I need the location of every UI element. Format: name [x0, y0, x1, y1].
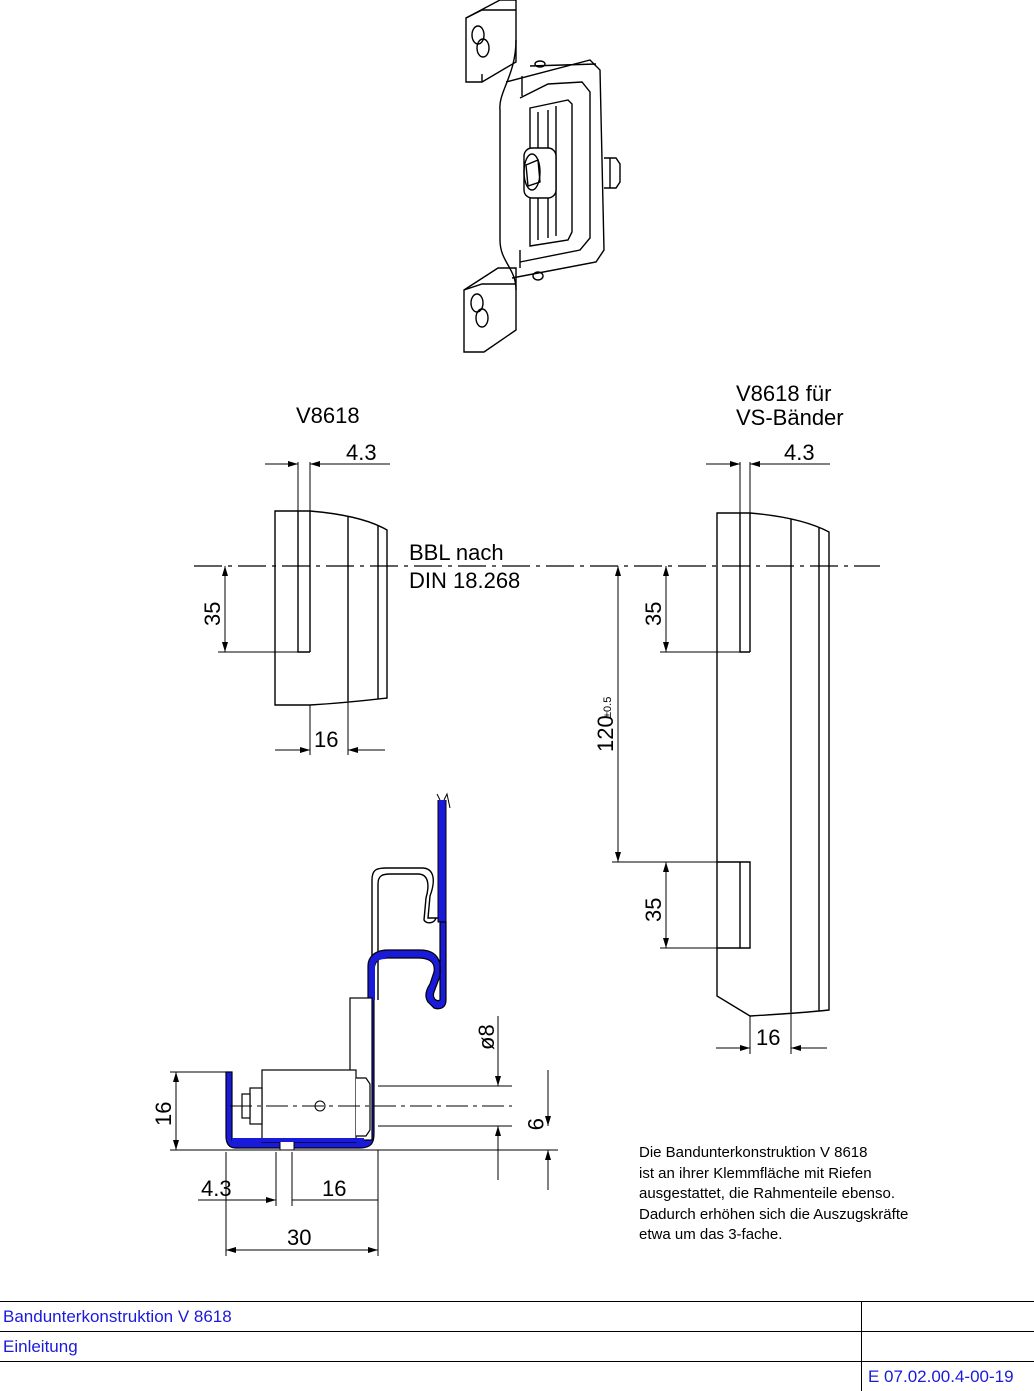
title-block-row-2: Einleitung: [0, 1331, 1034, 1361]
note-line: etwa um das 3-fache.: [639, 1226, 783, 1243]
right-view-part: [716, 512, 830, 1017]
dim-section-30: 30: [287, 1225, 311, 1250]
right-dimensions: [612, 461, 830, 1054]
technical-drawing: V8618 V8618 für VS-Bänder BBL nach DIN 1…: [151, 0, 880, 1256]
dim-right-top: 4.3: [784, 440, 815, 465]
dim-right-bottom: 16: [756, 1025, 780, 1050]
bbl-label-line1: BBL nach: [409, 540, 504, 565]
title-block-cell-2-right: [863, 1332, 1034, 1361]
right-view-title-line1: V8618 für: [736, 381, 831, 406]
title-block-row-1: Bandunterkonstruktion V 8618: [0, 1301, 1034, 1331]
dim-right-120: 120: [593, 715, 618, 752]
dim-right-120-tolerance: ±0.5: [602, 697, 614, 718]
dim-section-16-horizontal: 16: [322, 1176, 346, 1201]
note-line: ist an ihrer Klemmfläche mit Riefen: [639, 1164, 872, 1182]
note-line: Dadurch erhöhen sich die Auszugskräfte: [639, 1205, 909, 1223]
dim-right-35-lower: 35: [641, 898, 666, 922]
title-block-cell-3-left: [0, 1362, 862, 1391]
title-block-cell-1-right: [863, 1302, 1034, 1331]
left-view-title: V8618: [296, 403, 360, 428]
title-block: Bandunterkonstruktion V 8618 Einleitung …: [0, 1301, 1034, 1391]
document-section: Einleitung: [0, 1332, 862, 1361]
right-view-title-line2: VS-Bänder: [736, 405, 844, 430]
dim-left-top: 4.3: [346, 440, 377, 465]
title-block-row-3: E 07.02.00.4-00-19: [0, 1361, 1034, 1391]
section-dimensions: [173, 1016, 551, 1256]
dim-section-9: 9: [523, 1118, 548, 1130]
left-dimensions: [218, 461, 390, 755]
note-line: Die Bandunterkonstruktion V 8618: [639, 1144, 868, 1161]
dim-left-bottom: 16: [314, 727, 338, 752]
document-title: Bandunterkonstruktion V 8618: [0, 1302, 862, 1331]
dim-section-diameter-8: ø8: [474, 1024, 499, 1050]
dim-left-35: 35: [200, 602, 225, 626]
left-view-part: [274, 510, 388, 706]
document-number: E 07.02.00.4-00-19: [868, 1367, 1014, 1386]
note-line: ausgestattet, die Rahmenteile ebenso.: [639, 1185, 896, 1202]
section-view: [170, 792, 558, 1151]
bbl-label-line2: DIN 18.268: [409, 568, 520, 593]
isometric-hinge-view: [463, 0, 621, 353]
dim-section-4-3: 4.3: [201, 1176, 232, 1201]
dim-right-35-upper: 35: [641, 602, 666, 626]
dim-section-16-vertical: 16: [151, 1102, 176, 1126]
description-note: Die Bandunterkonstruktion V 8618 ist an …: [639, 1143, 999, 1246]
